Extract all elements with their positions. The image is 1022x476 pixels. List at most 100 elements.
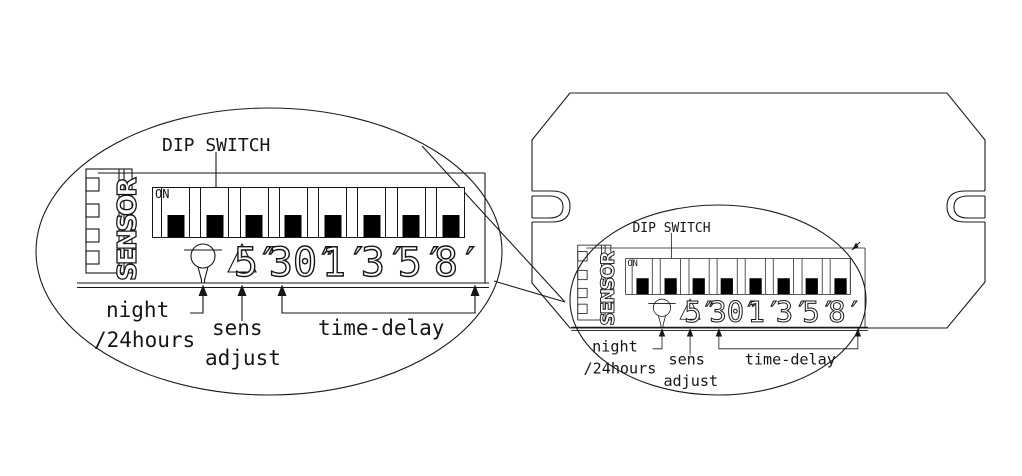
time-delay-label: time-delay [744,350,836,369]
dip-switch-2 [200,188,230,237]
dip-switch-block: ON [152,187,466,238]
sensor-label-text: SENSOR [112,179,143,281]
time-value-1m: 1′ [747,296,783,330]
dip-switch-3 [688,258,710,295]
magnifier-ellipse-large [35,107,503,396]
night-label-line1: night [592,338,638,356]
dip-switch-5 [744,258,766,295]
device-outline [531,92,986,329]
dip-switch-slots [626,258,851,295]
dip-switch-7-handle [805,278,819,295]
dip-switch-2 [660,258,681,295]
dip-switch-5 [318,188,348,237]
sens-label-line1: sens [212,316,263,340]
dip-switch-6-handle [363,215,381,237]
magnifier-ellipse-small [569,204,867,396]
night-leader [190,296,204,314]
dip-switch-label: DIP SWITCH [632,220,711,236]
night-arrowhead [658,328,666,337]
callout-line-upper [421,145,566,303]
dip-switch-8-handle [834,278,847,295]
dip-switch-7 [801,258,823,295]
dip-switch-8 [829,258,851,295]
dip-switch-5-handle [749,278,762,295]
on-label: ON [627,258,638,269]
dip-switch-1 [161,188,190,237]
dip-switch-7-handle [402,215,420,237]
mounting-slot-left-outer [532,190,571,223]
sensor-label: SENSOR [597,252,621,326]
time-value-5s: 5″ [233,240,283,286]
connector-body [85,168,133,274]
time-delay-arrowhead-left [277,284,287,296]
sens-arrowhead [237,284,247,296]
time-value-5m: 5′ [397,240,447,286]
triangle-icon [679,298,701,320]
dip-switch-1-handle [167,215,184,237]
sens-arrowhead [686,328,694,337]
time-delay-bracket [718,336,859,350]
connector-pin [577,269,588,281]
mounting-slot-right-inner [953,195,985,219]
dip-switch-7 [396,188,426,237]
dip-switch-8 [436,188,466,237]
connector-pin [85,177,100,192]
time-value-5s: 5″ [684,296,720,330]
sensor-label-text: SENSOR [597,252,620,326]
time-value-30s: 30″ [709,296,762,330]
connector-pin [577,251,588,262]
dip-switch-block: ON [625,258,851,295]
dip-switch-3-handle [692,278,705,295]
dip-switch-8-handle [442,215,460,237]
night-leader [652,336,663,350]
time-delay-arrowhead-right [470,284,480,296]
time-value-1m: 1′ [321,240,371,286]
device-sensor-panel: DIP SWITCH SENSOR ON 5″ 30″ 1′ 3′ 5′ 8′ … [571,222,910,414]
dip-switch-5-handle [324,215,342,237]
sens-label-line2: adjust [205,346,281,370]
time-value-8m: 8′ [828,296,864,330]
connector-pin [577,287,588,299]
callout-line-lower [493,280,566,303]
time-value-8m: 8′ [433,240,483,286]
dip-switch-4-handle [284,215,302,237]
time-value-5m: 5′ [802,296,838,330]
night-label-line2: /24hours [94,328,196,352]
dip-switch-2-handle [664,278,677,295]
connector-pin [85,203,100,218]
lamp-icon [184,243,222,283]
mounting-slot-left-inner [532,195,564,219]
sensor-label: SENSOR [112,179,146,281]
time-delay-label: time-delay [318,316,445,340]
dip-switch-3-handle [245,215,263,237]
time-value-30s: 30″ [268,240,342,286]
triangle-icon [227,242,257,273]
dip-switch-2-handle [206,215,224,237]
night-arrowhead [198,284,208,296]
panel-linework [77,152,489,321]
night-label-line2: /24hours [583,359,657,377]
connector-pin [577,303,588,314]
time-delay-arrowhead-left [715,328,723,337]
dip-switch-6 [773,258,795,295]
dip-switch-4 [278,188,308,237]
time-delay-arrowhead-right [854,328,862,337]
sens-label-line2: adjust [663,372,719,390]
connector-pin [85,228,100,243]
dip-switch-label: DIP SWITCH [162,135,271,156]
dip-switch-3 [239,188,269,237]
on-label: ON [155,187,170,201]
dip-switch-4 [716,258,738,295]
mounting-slot-right-outer [946,190,985,223]
night-label-line1: night [106,298,170,322]
dip-switch-1 [631,258,653,295]
connector-body [577,244,612,321]
dip-switch-4-handle [720,278,734,295]
dip-switch-slots [153,188,466,237]
dip-switch-6-handle [777,278,790,295]
lamp-icon [648,298,676,328]
time-delay-bracket [281,296,476,314]
dip-switch-6 [357,188,387,237]
